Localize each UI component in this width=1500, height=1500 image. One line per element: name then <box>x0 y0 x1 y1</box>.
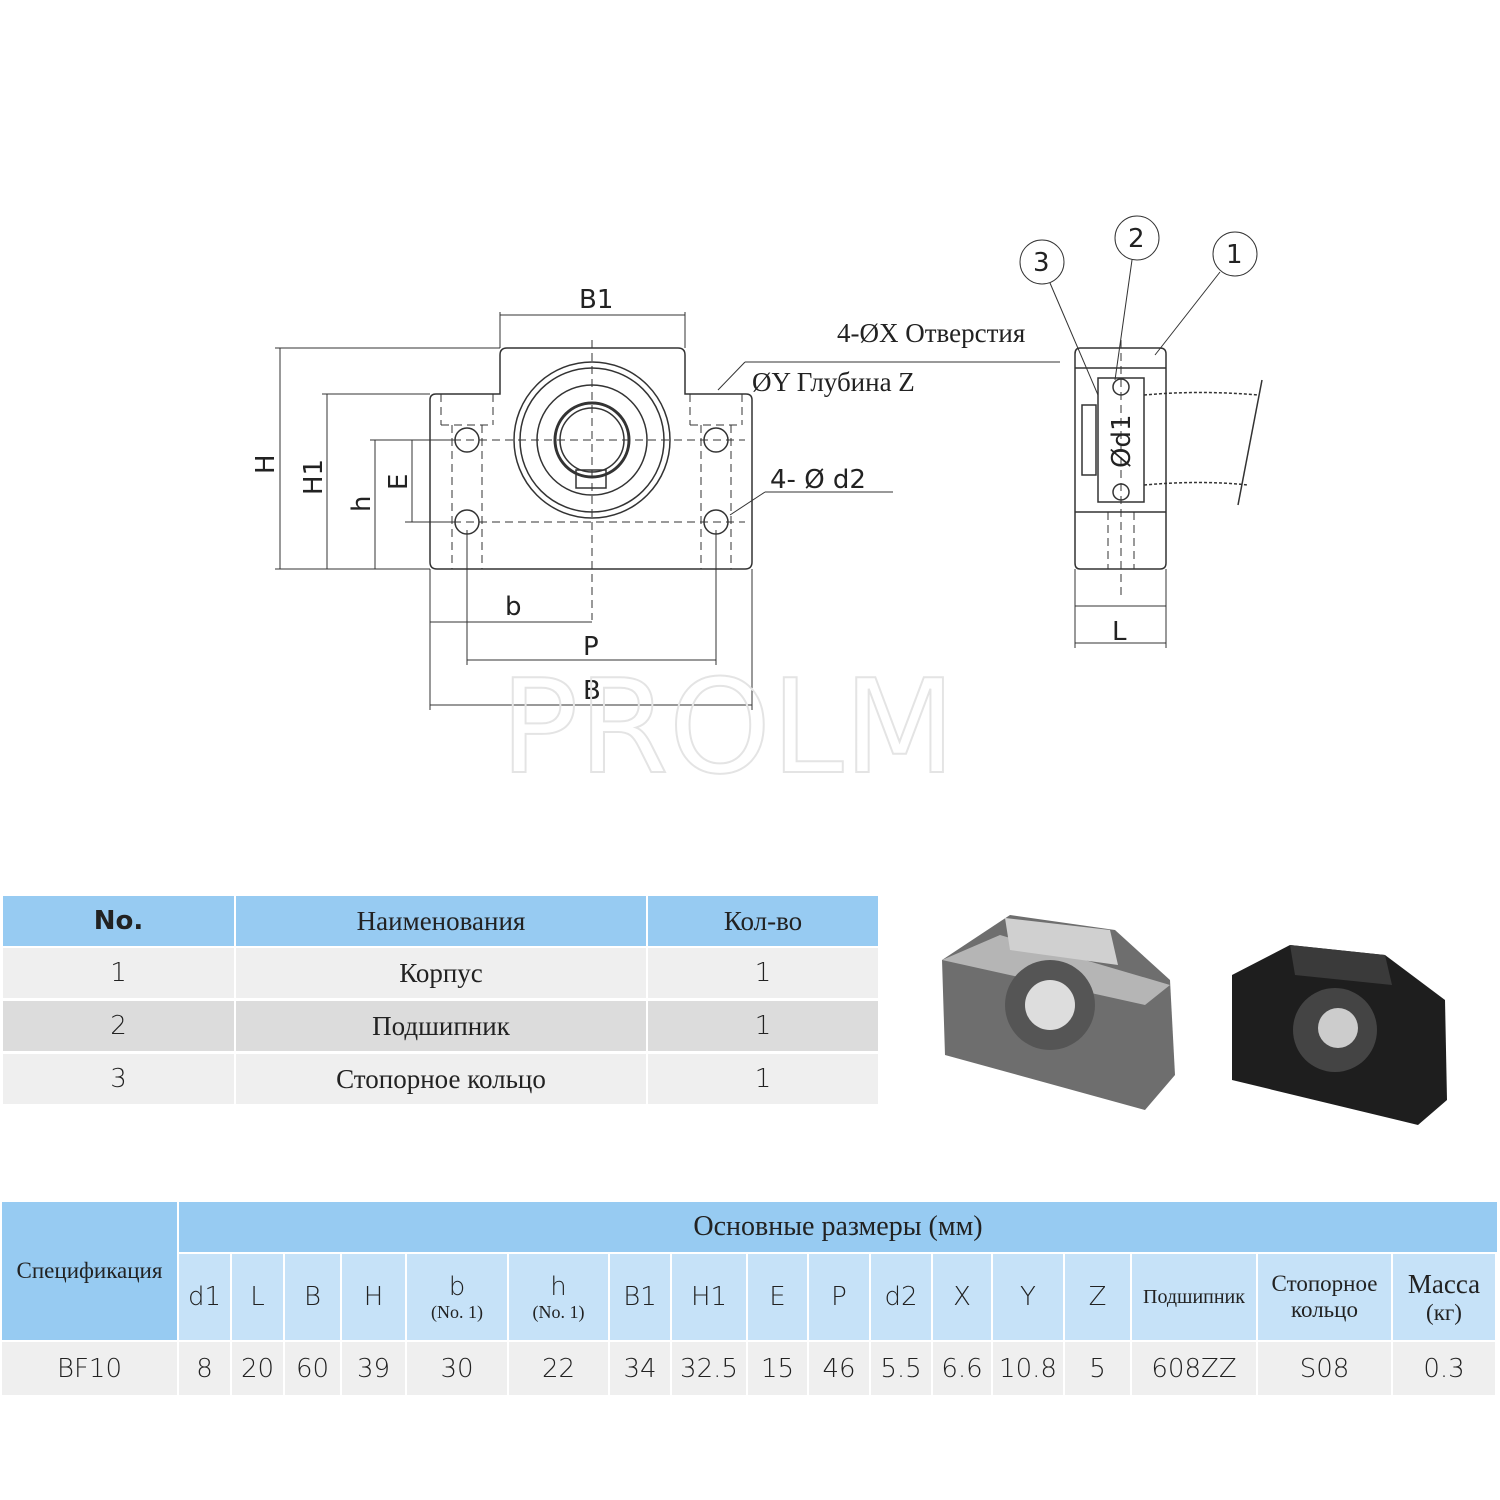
part-name: Подшипник <box>236 1001 646 1051</box>
part-qty: 1 <box>648 1054 878 1104</box>
parts-header-no: No. <box>3 896 234 946</box>
spec-value: 15 <box>748 1342 807 1395</box>
column-label: Масса <box>1407 1268 1481 1299</box>
column-header: b(No. 1) <box>407 1254 507 1340</box>
side-view-outline <box>1074 347 1167 570</box>
callout-1: 1 <box>1226 240 1243 270</box>
spec-value: 5 <box>1065 1342 1130 1395</box>
spec-model: BF10 <box>2 1342 177 1395</box>
callout-3: 3 <box>1033 248 1050 278</box>
column-label: X <box>953 1282 971 1312</box>
column-label: d1 <box>187 1282 222 1312</box>
housing-outline <box>429 347 753 570</box>
spec-value: 30 <box>407 1342 507 1395</box>
spec-value: 6.6 <box>933 1342 991 1395</box>
spec-value: 22 <box>509 1342 608 1395</box>
column-header: Z <box>1065 1254 1130 1340</box>
column-label: h <box>550 1271 567 1302</box>
callout-2: 2 <box>1128 224 1145 254</box>
parts-header-qty: Кол-во <box>648 896 878 946</box>
column-header: P <box>809 1254 869 1340</box>
column-label: P <box>831 1282 847 1312</box>
column-header: Подшипник <box>1132 1254 1256 1340</box>
part-name: Корпус <box>236 948 646 998</box>
column-header: Y <box>993 1254 1063 1340</box>
column-label: Y <box>1020 1282 1036 1312</box>
column-header: Масса(кг) <box>1393 1254 1495 1340</box>
column-label: E <box>769 1282 786 1312</box>
column-header: H1 <box>672 1254 746 1340</box>
column-label: Подшипник <box>1143 1285 1245 1308</box>
dimensions-group-header: Основные размеры (мм) <box>179 1202 1497 1252</box>
column-header: d1 <box>179 1254 230 1340</box>
watermark: PROLM <box>500 651 956 803</box>
column-header: E <box>748 1254 807 1340</box>
column-label: b <box>448 1271 466 1302</box>
dim-d2: 4- Ø d2 <box>770 465 866 495</box>
part-no: 2 <box>3 1001 234 1051</box>
holes-note: 4-ØX Отверстия <box>837 318 1025 348</box>
column-header: d2 <box>871 1254 931 1340</box>
dim-e: E <box>384 474 414 490</box>
spec-value: 20 <box>232 1342 283 1395</box>
dim-p: P <box>583 632 599 662</box>
spec-value: 608ZZ <box>1132 1342 1256 1395</box>
dim-b: b <box>505 592 522 622</box>
spec-value: 0.3 <box>1393 1342 1495 1395</box>
dim-d1: Ød1 <box>1107 414 1137 468</box>
column-label: d2 <box>884 1282 918 1312</box>
dim-b1: B1 <box>579 285 613 315</box>
column-header: H <box>342 1254 405 1340</box>
column-sublabel: (No. 1) <box>431 1301 483 1322</box>
spec-value: 46 <box>809 1342 869 1395</box>
spec-value: 60 <box>285 1342 340 1395</box>
part-name: Стопорное кольцо <box>236 1054 646 1104</box>
column-label: Стопорное <box>1271 1271 1378 1296</box>
column-sublabel: (кг) <box>1426 1299 1462 1325</box>
dim-l: L <box>1112 617 1127 647</box>
spec-value: 5.5 <box>871 1342 931 1395</box>
part-qty: 1 <box>648 1001 878 1051</box>
column-label: Z <box>1088 1282 1107 1312</box>
column-header: L <box>232 1254 283 1340</box>
column-label: B1 <box>623 1282 657 1312</box>
column-header: X <box>933 1254 991 1340</box>
part-no: 3 <box>3 1054 234 1104</box>
spec-value: 34 <box>610 1342 670 1395</box>
spec-value: 39 <box>342 1342 405 1395</box>
part-no: 1 <box>3 948 234 998</box>
column-sublabel: кольцо <box>1291 1297 1358 1322</box>
column-header: h(No. 1) <box>509 1254 608 1340</box>
parts-header-name: Наименования <box>236 896 646 946</box>
column-label: H1 <box>690 1282 728 1312</box>
spec-value: S08 <box>1258 1342 1391 1395</box>
product-photo-silver <box>942 915 1175 1110</box>
spec-value: 32.5 <box>672 1342 746 1395</box>
counterbore-note: ØY Глубина Z <box>752 367 915 397</box>
column-label: B <box>303 1282 322 1312</box>
spec-header: Спецификация <box>2 1202 177 1340</box>
column-header: B <box>285 1254 340 1340</box>
column-label: L <box>250 1282 265 1312</box>
spec-value: 8 <box>179 1342 230 1395</box>
column-header: B1 <box>610 1254 670 1340</box>
column-label: H <box>363 1282 384 1312</box>
dim-h1: H1 <box>299 459 329 495</box>
dim-h: h <box>347 496 377 512</box>
dim-h-total: H <box>251 454 281 474</box>
column-sublabel: (No. 1) <box>532 1301 585 1322</box>
dim-b-total: B <box>583 676 601 706</box>
part-qty: 1 <box>648 948 878 998</box>
spec-value: 10.8 <box>993 1342 1063 1395</box>
product-photo-black <box>1232 945 1447 1125</box>
